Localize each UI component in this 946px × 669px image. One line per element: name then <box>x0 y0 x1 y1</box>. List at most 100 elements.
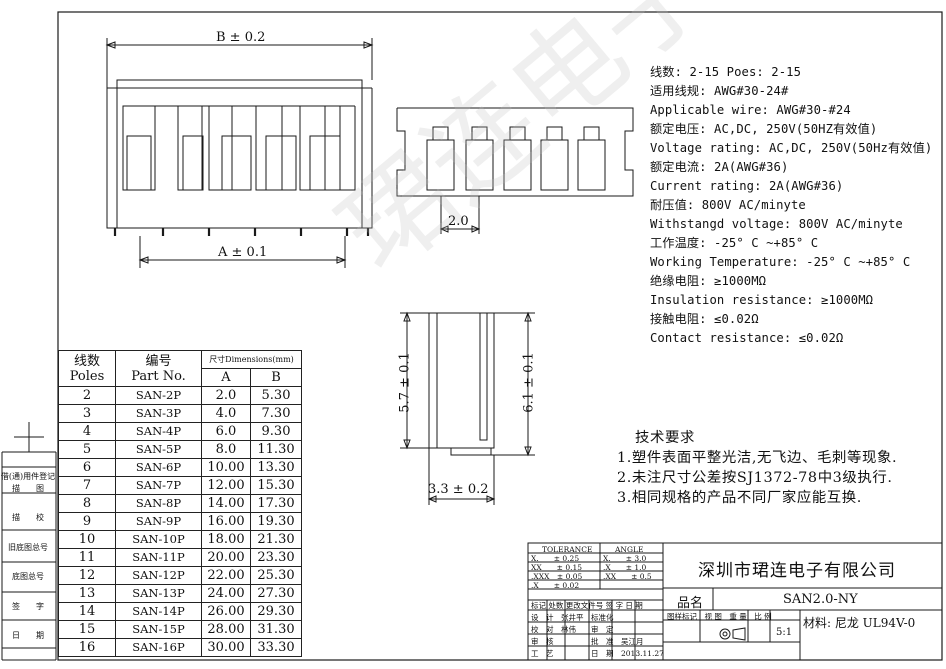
spec-line: 额定电流: 2A(AWG#36) <box>650 160 789 174</box>
cell-a: 4.0 <box>201 404 251 423</box>
cell-part-no: SAN-14P <box>115 602 202 621</box>
spec-line: Current rating: 2A(AWG#36) <box>650 179 844 193</box>
sidebar-label: 日 期 <box>12 631 44 640</box>
row-review: 审 核 批 准 吴江月 <box>531 637 644 646</box>
sidebar-label: 底图总号 <box>12 572 44 581</box>
cell-poles: 4 <box>58 422 116 441</box>
spec-line: 适用线规: AWG#30-24# <box>650 84 789 98</box>
header-dimensions: 尺寸Dimensions(mm) <box>201 350 302 369</box>
cell-part-no: SAN-8P <box>115 494 202 513</box>
spec-lines-block: 线数: 2-15 Poes: 2-15 适用线规: AWG#30-24# App… <box>650 63 932 348</box>
spec-line: Working Temperature: -25° C ~+85° C <box>650 255 911 269</box>
cell-b: 13.30 <box>250 458 302 477</box>
cell-a: 10.00 <box>201 458 251 477</box>
dim-b-label: B ± 0.2 <box>216 30 266 45</box>
tolerance-row: .X ± 0.02 <box>531 581 580 590</box>
company-name: 深圳市珺连电子有限公司 <box>698 561 896 581</box>
cell-poles: 6 <box>58 458 116 477</box>
cell-poles: 12 <box>58 566 116 585</box>
tolerance-row: .XXX ± 0.05 <box>531 572 583 581</box>
cell-poles: 10 <box>58 530 116 549</box>
cell-b: 7.30 <box>250 404 302 423</box>
cell-a: 14.00 <box>201 494 251 513</box>
cell-poles: 15 <box>58 620 116 639</box>
cell-poles: 8 <box>58 494 116 513</box>
cell-poles: 2 <box>58 386 116 405</box>
cell-b: 5.30 <box>250 386 302 405</box>
dim-pitch-label: 2.0 <box>448 214 469 229</box>
spec-line: 接触电阻: ≤0.02Ω <box>650 312 759 326</box>
cell-b: 25.30 <box>250 566 302 585</box>
sidebar-label: 描 校 <box>12 513 44 522</box>
cell-b: 29.30 <box>250 602 302 621</box>
header-part: 编号 Part No. <box>115 350 202 387</box>
revision-header: 标记 处数 更改文件号 签 字 日 期 <box>531 601 643 610</box>
cell-a: 20.00 <box>201 548 251 567</box>
tolerance-title: TOLERANCE <box>542 545 593 554</box>
sidebar-label: 借(通)用件登记 <box>0 472 56 481</box>
cell-poles: 9 <box>58 512 116 531</box>
tolerance-row: X. ± 0.25 <box>531 554 580 563</box>
cell-a: 6.0 <box>201 422 251 441</box>
cell-part-no: SAN-6P <box>115 458 202 477</box>
angle-title: ANGLE <box>615 545 644 554</box>
spec-line: 线数: 2-15 Poes: 2-15 <box>650 65 802 79</box>
spec-line: 工作温度: -25° C ~+85° C <box>650 236 819 250</box>
cell-part-no: SAN-7P <box>115 476 202 495</box>
cell-a: 30.00 <box>201 638 251 657</box>
cell-a: 24.00 <box>201 584 251 603</box>
header-poles-cn: 线数 <box>73 353 100 369</box>
cell-b: 19.30 <box>250 512 302 531</box>
cell-part-no: SAN-2P <box>115 386 202 405</box>
header-a: A <box>201 368 251 387</box>
spec-line: 额定电压: AC,DC, 250V(50HZ有效值) <box>650 122 878 136</box>
cell-part-no: SAN-11P <box>115 548 202 567</box>
cell-a: 2.0 <box>201 386 251 405</box>
cell-poles: 7 <box>58 476 116 495</box>
dim-height-57-label: 5.7 ± 0.1 <box>397 352 413 413</box>
cell-part-no: SAN-10P <box>115 530 202 549</box>
cell-b: 33.30 <box>250 638 302 657</box>
cell-part-no: SAN-15P <box>115 620 202 639</box>
cell-b: 27.30 <box>250 584 302 603</box>
cell-b: 21.30 <box>250 530 302 549</box>
cell-a: 12.00 <box>201 476 251 495</box>
row-craft: 工 艺 日 期 2013.11.27 <box>531 649 664 658</box>
cell-b: 31.30 <box>250 620 302 639</box>
drawing-border <box>57 11 943 661</box>
angle-row: X. ± 3.0 <box>603 554 647 563</box>
cell-part-no: SAN-3P <box>115 404 202 423</box>
cell-b: 23.30 <box>250 548 302 567</box>
cell-part-no: SAN-4P <box>115 422 202 441</box>
cell-poles: 11 <box>58 548 116 567</box>
cell-a: 28.00 <box>201 620 251 639</box>
cell-b: 15.30 <box>250 476 302 495</box>
requirement-item: 1.塑件表面平整光洁,无飞边、毛刺等现象. <box>617 450 898 466</box>
poles-dimension-table: 线数 Poles 编号 Part No. 尺寸Dimensions(mm) A … <box>58 350 302 657</box>
dim-depth-label: 3.3 ± 0.2 <box>428 482 489 497</box>
cell-b: 11.30 <box>250 440 302 459</box>
spec-line: 耐压值: 800V AC/minyte <box>650 198 806 212</box>
projection-symbol <box>719 628 731 640</box>
requirement-item: 2.未注尺寸公差按SJ1372-78中3级执行. <box>617 470 893 486</box>
header-part-en: Part No. <box>131 368 186 384</box>
spec-line: Withstangd voltage: 800V AC/minyte <box>650 217 903 231</box>
cell-a: 16.00 <box>201 512 251 531</box>
sidebar-label: 签 字 <box>12 602 44 611</box>
scale-value: 5:1 <box>776 627 793 638</box>
sidebar-label: 描 图 <box>12 484 44 493</box>
